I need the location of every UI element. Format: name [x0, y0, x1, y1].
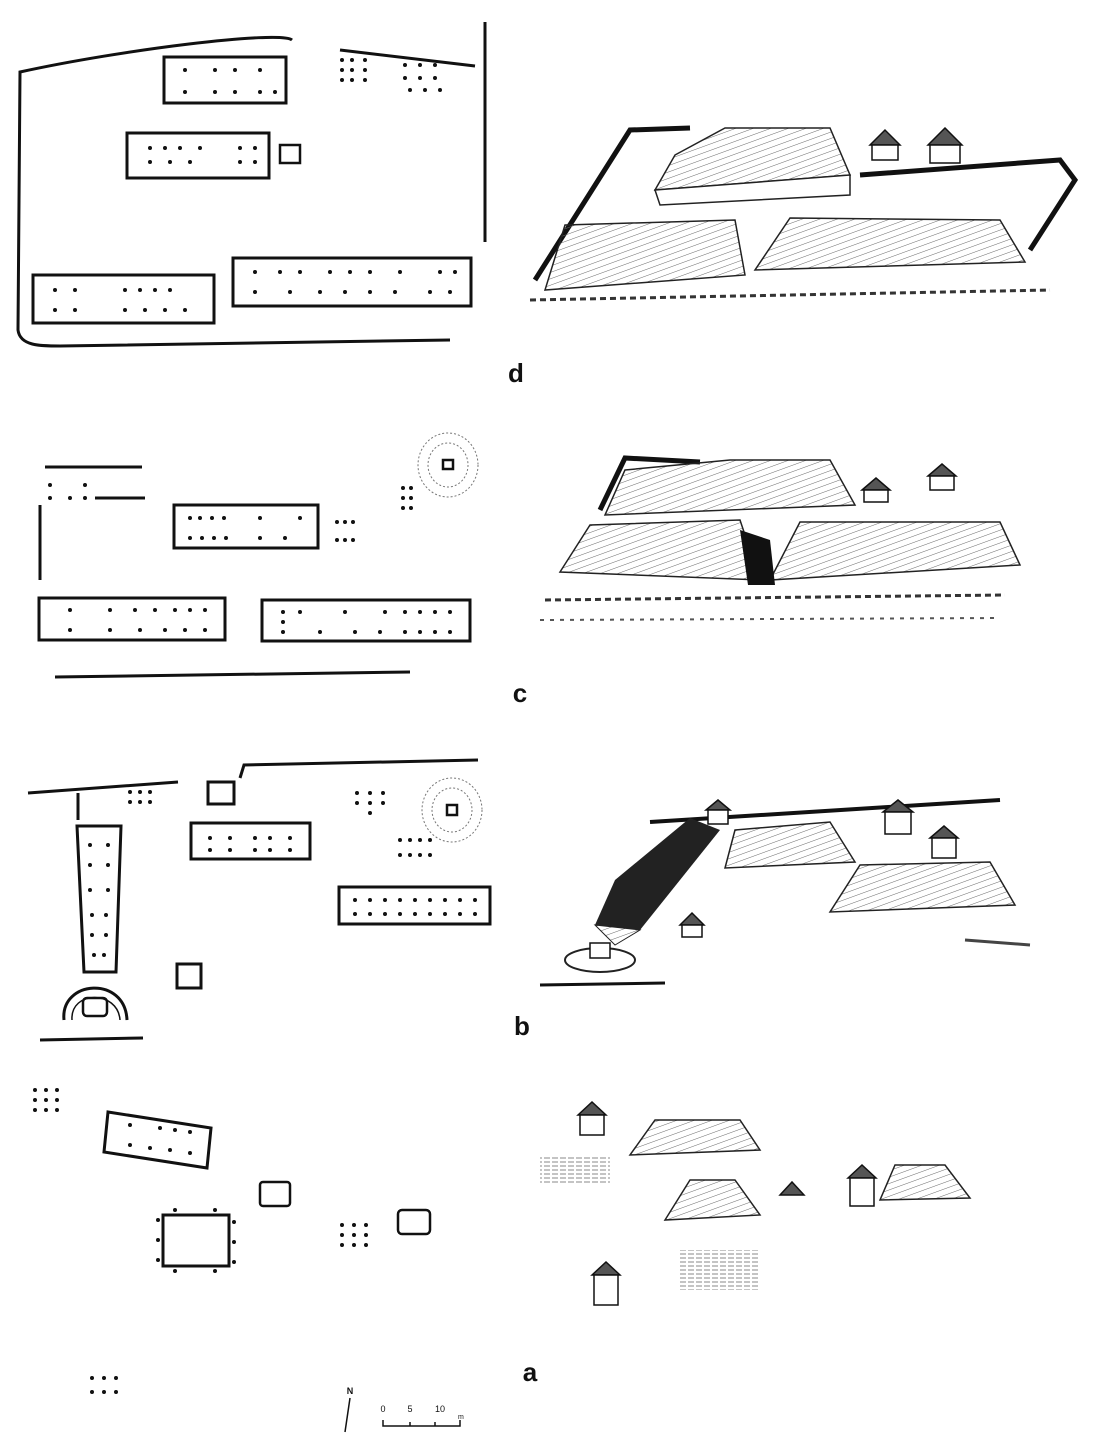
- posthole-group: [335, 520, 355, 542]
- mound: [417, 432, 479, 498]
- scale-tick-10: 10: [434, 1404, 445, 1414]
- posthole-group: [398, 838, 432, 857]
- small-granary: [576, 1100, 878, 1306]
- plan-phase-d: [16, 22, 487, 348]
- posthole-group: [90, 1376, 118, 1394]
- reconstruction-phase-d: [529, 125, 1079, 302]
- posthole-group: [148, 146, 257, 164]
- posthole-group: [128, 1123, 192, 1155]
- postholes-phase-d: [53, 58, 457, 312]
- phase-label-c: c: [512, 678, 528, 708]
- phase-label-b: b: [514, 1011, 530, 1041]
- posthole-group: [188, 516, 302, 540]
- scale-bar: [382, 1420, 461, 1427]
- plan-phase-b: [27, 758, 492, 1042]
- posthole-group: [68, 608, 207, 632]
- small-granary: [678, 799, 961, 938]
- posthole-group: [128, 790, 152, 804]
- scale-tick-0: 0: [380, 1404, 386, 1414]
- posthole-group: [183, 68, 277, 94]
- posthole-group: [48, 483, 87, 500]
- posthole-group: [401, 486, 413, 510]
- posthole-group: [33, 1088, 59, 1112]
- posthole-group: [353, 898, 477, 916]
- posthole-group: [53, 288, 187, 312]
- posthole-group: [355, 791, 385, 815]
- posthole-group: [340, 1223, 368, 1247]
- north-arrow-icon: [344, 1397, 351, 1433]
- posthole-group: [208, 836, 292, 852]
- postholes-phase-a: [33, 1088, 368, 1394]
- small-granary: [859, 463, 959, 503]
- posthole-group: [281, 610, 452, 634]
- postholes-phase-c: [48, 483, 452, 634]
- reconstruction-phase-a: [540, 1100, 972, 1306]
- north-label: N: [346, 1386, 354, 1396]
- posthole-group: [88, 843, 110, 957]
- scale-tick-5: 5: [407, 1404, 413, 1414]
- posthole-group: [340, 58, 442, 92]
- phase-label-a: a: [522, 1357, 538, 1387]
- scale-unit: m: [458, 1414, 464, 1421]
- reconstruction-phase-b: [539, 798, 1031, 987]
- posthole-group: [156, 1208, 236, 1273]
- plan-phase-a: [102, 1110, 432, 1268]
- plan-phase-c: [37, 432, 479, 679]
- reconstruction-phase-c: [539, 455, 1022, 621]
- postholes-phase-b: [88, 790, 477, 957]
- mound: [421, 777, 483, 843]
- posthole-group: [253, 270, 457, 294]
- phase-label-d: d: [508, 358, 524, 388]
- small-granary: [868, 126, 964, 164]
